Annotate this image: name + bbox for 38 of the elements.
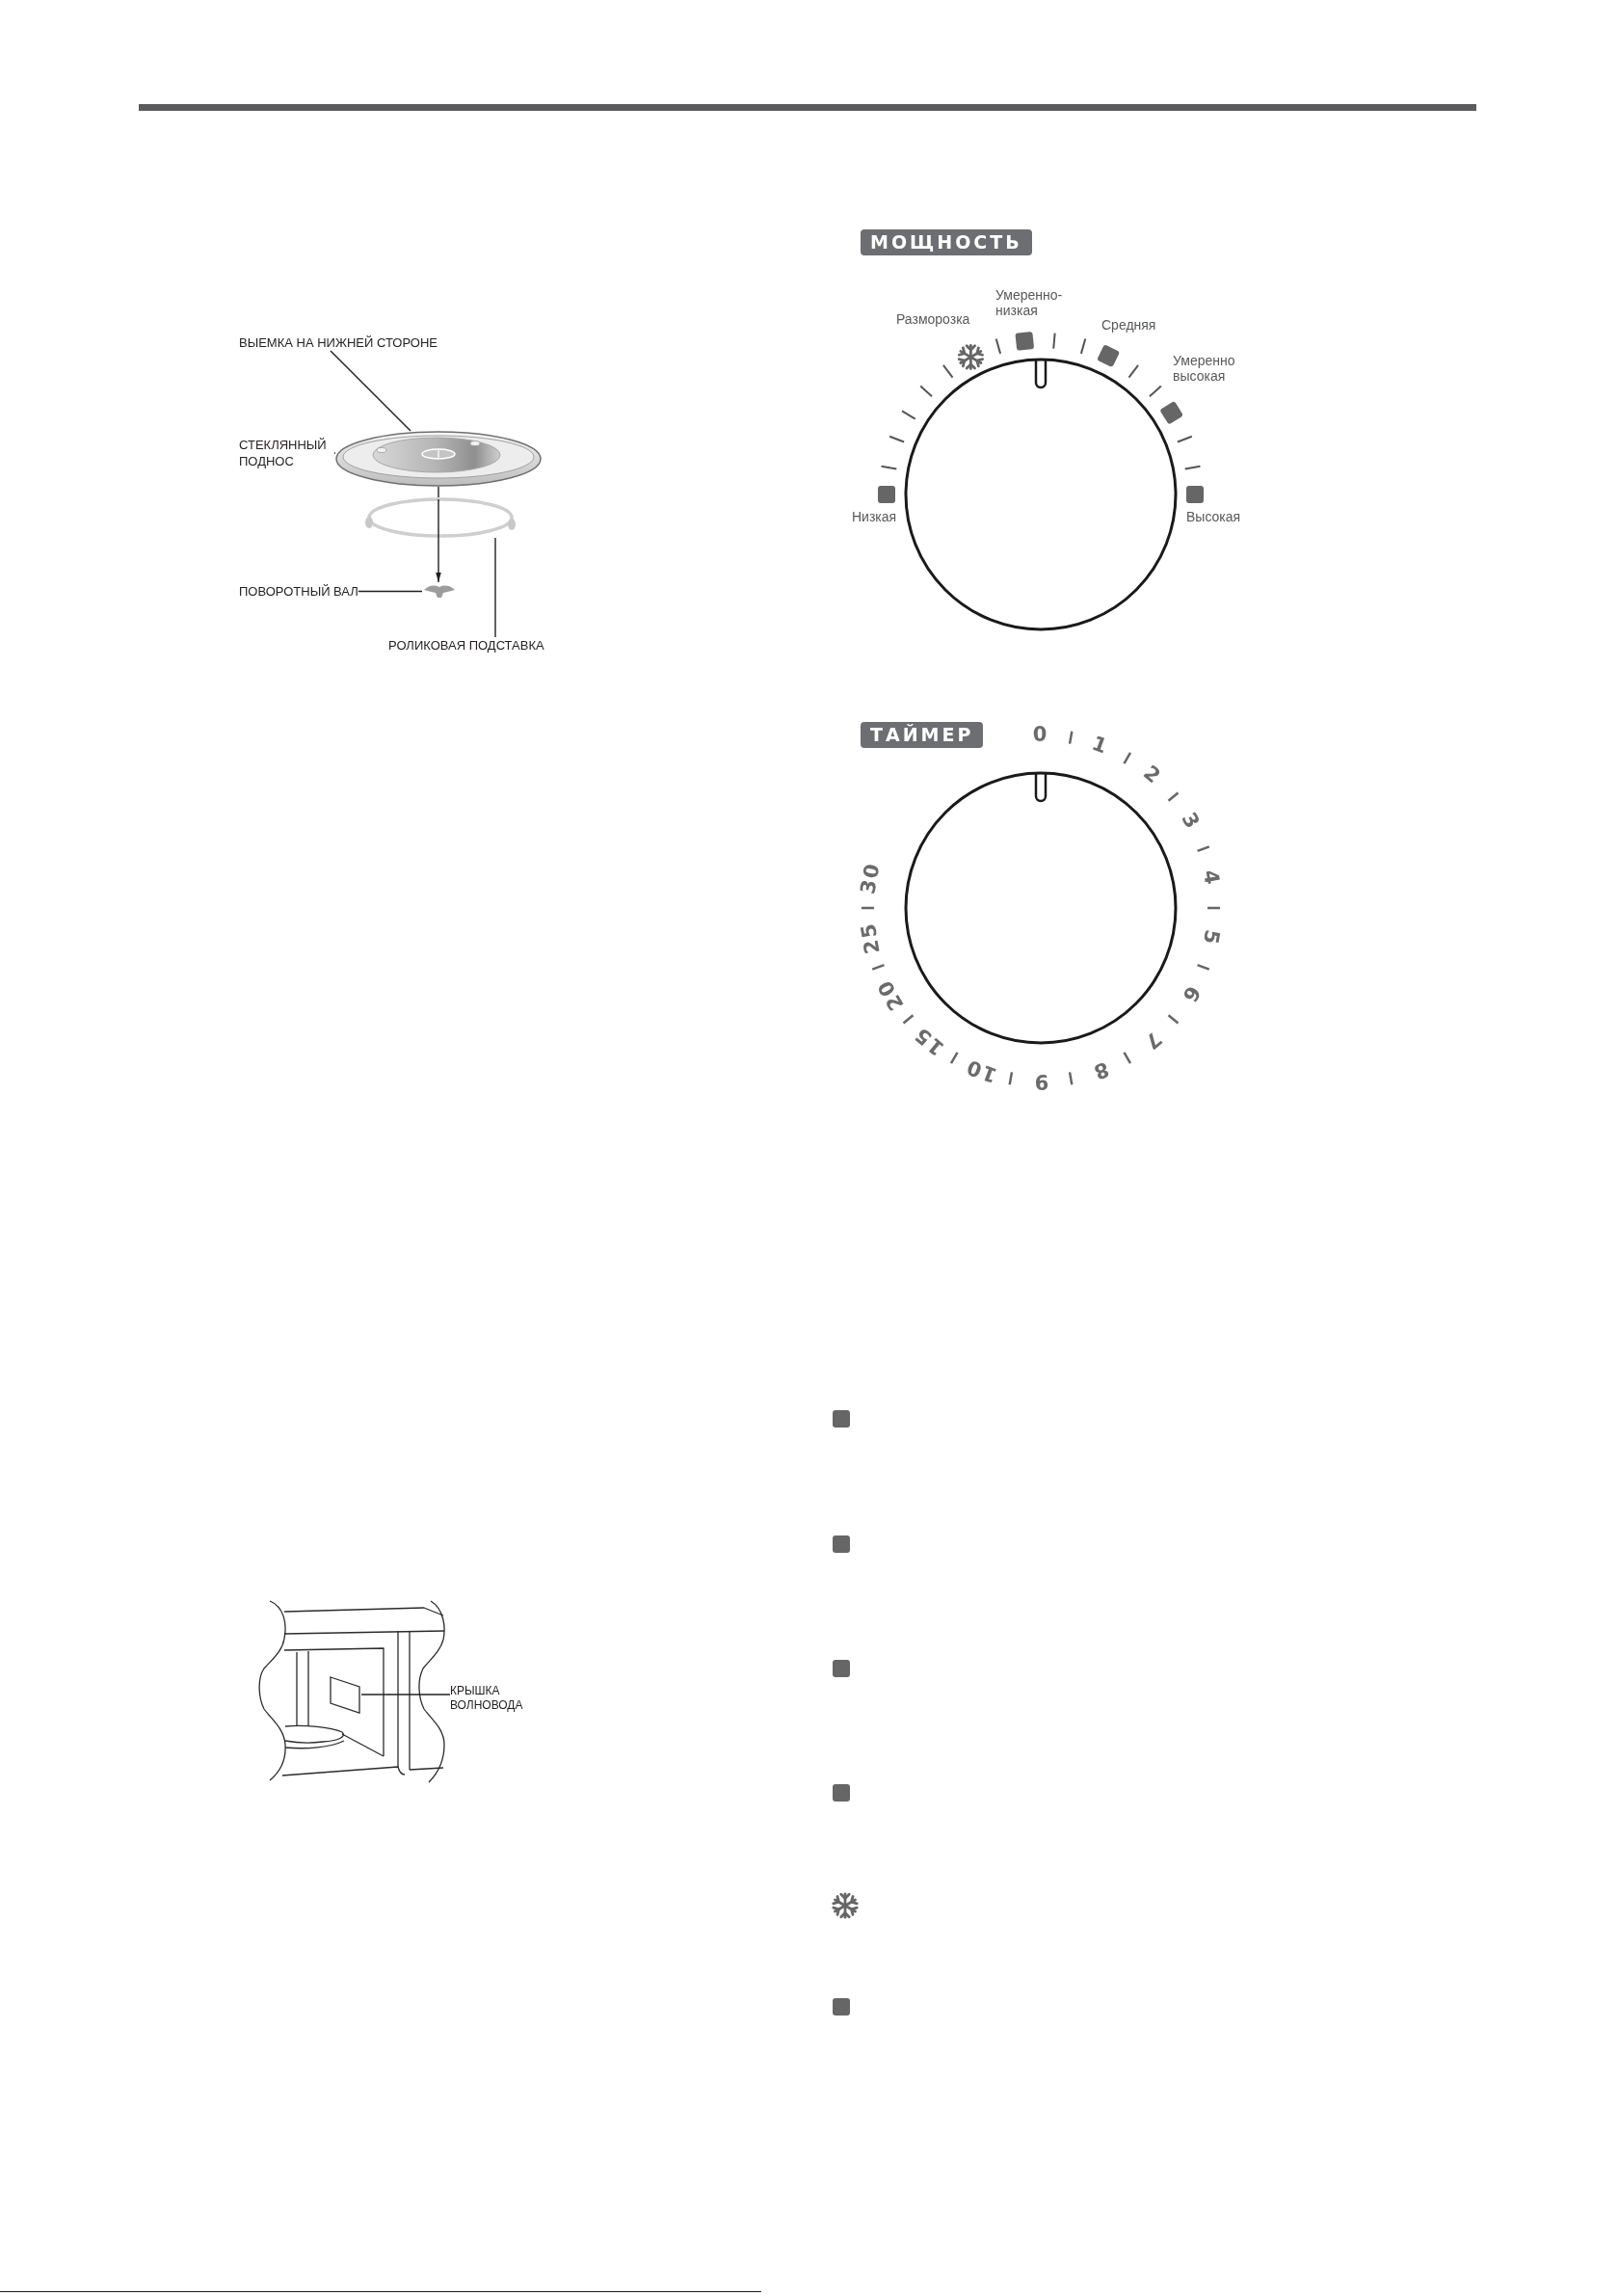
leader-line: [494, 537, 496, 638]
arrow: [436, 537, 441, 583]
timer-number: 30: [857, 860, 884, 895]
dial-title-badge: МОЩНОСТЬ: [861, 229, 1032, 255]
leader-line: [330, 350, 411, 432]
waveguide-cover: [329, 1675, 361, 1715]
timer-number: 2: [1139, 761, 1166, 788]
callout-label: ПОВОРОТНЫЙ ВАЛ: [239, 583, 358, 600]
callout-label: КРЫШКА ВОЛНОВОДА: [450, 1684, 531, 1713]
timer-number: 5: [1199, 928, 1224, 948]
dial-title-badge: ТАЙМЕР: [861, 722, 984, 748]
callout-label: РОЛИКОВАЯ ПОДСТАВКА: [388, 637, 544, 654]
power-level-label: Низкая: [852, 509, 897, 524]
glass-tray: [334, 431, 543, 487]
timer-number: 4: [1199, 868, 1224, 888]
power-level-label: Разморозка: [896, 311, 970, 327]
timer-number: 0: [1032, 724, 1049, 745]
timer-number: 25: [857, 921, 884, 956]
leader-line: [360, 1694, 451, 1695]
power-level-label: Умеренно- низкая: [995, 287, 1064, 318]
leader-line: [438, 486, 439, 498]
timer-number: 20: [873, 975, 908, 1014]
timer-number: 15: [910, 1022, 949, 1059]
power-level-label: Средняя: [1101, 317, 1156, 333]
timer-number: 9: [1032, 1071, 1049, 1092]
callout-label: СТЕКЛЯННЫЙ ПОДНОС: [239, 437, 335, 469]
roller-ring: [362, 497, 518, 538]
timer-number: 1: [1089, 732, 1112, 758]
callout-label: ВЫЕМКА НА НИЖНЕЙ СТОРОНЕ: [239, 334, 438, 351]
leader-line: [358, 590, 423, 593]
power-level-label: Высокая: [1186, 509, 1241, 524]
timer-number: 3: [1178, 809, 1205, 834]
leader-line: [333, 452, 336, 454]
power-level-label: Умеренно высокая: [1173, 353, 1236, 384]
timer-number: 7: [1139, 1028, 1166, 1055]
timer-number: 6: [1178, 982, 1205, 1007]
timer-number: 10: [963, 1055, 1000, 1087]
timer-number: 8: [1089, 1057, 1112, 1084]
